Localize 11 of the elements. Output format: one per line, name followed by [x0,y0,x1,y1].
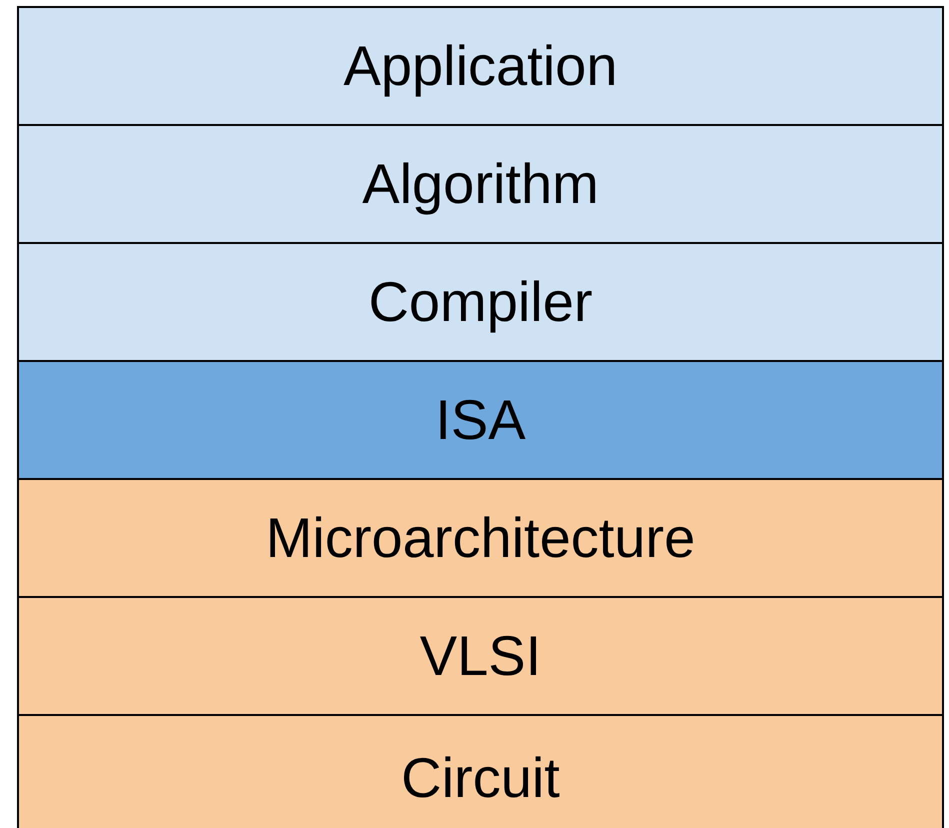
layer-band [17,714,944,828]
layer-band [17,124,944,244]
layer-label: ISA [435,392,526,448]
layer-band [17,6,944,126]
layer-band [17,596,944,716]
layer-band [17,478,944,598]
layer-label: Circuit [401,750,560,806]
layer-label: Microarchitecture [266,510,696,566]
layer-label: VLSI [420,628,542,684]
layer-band [17,242,944,362]
layer-band [17,360,944,480]
